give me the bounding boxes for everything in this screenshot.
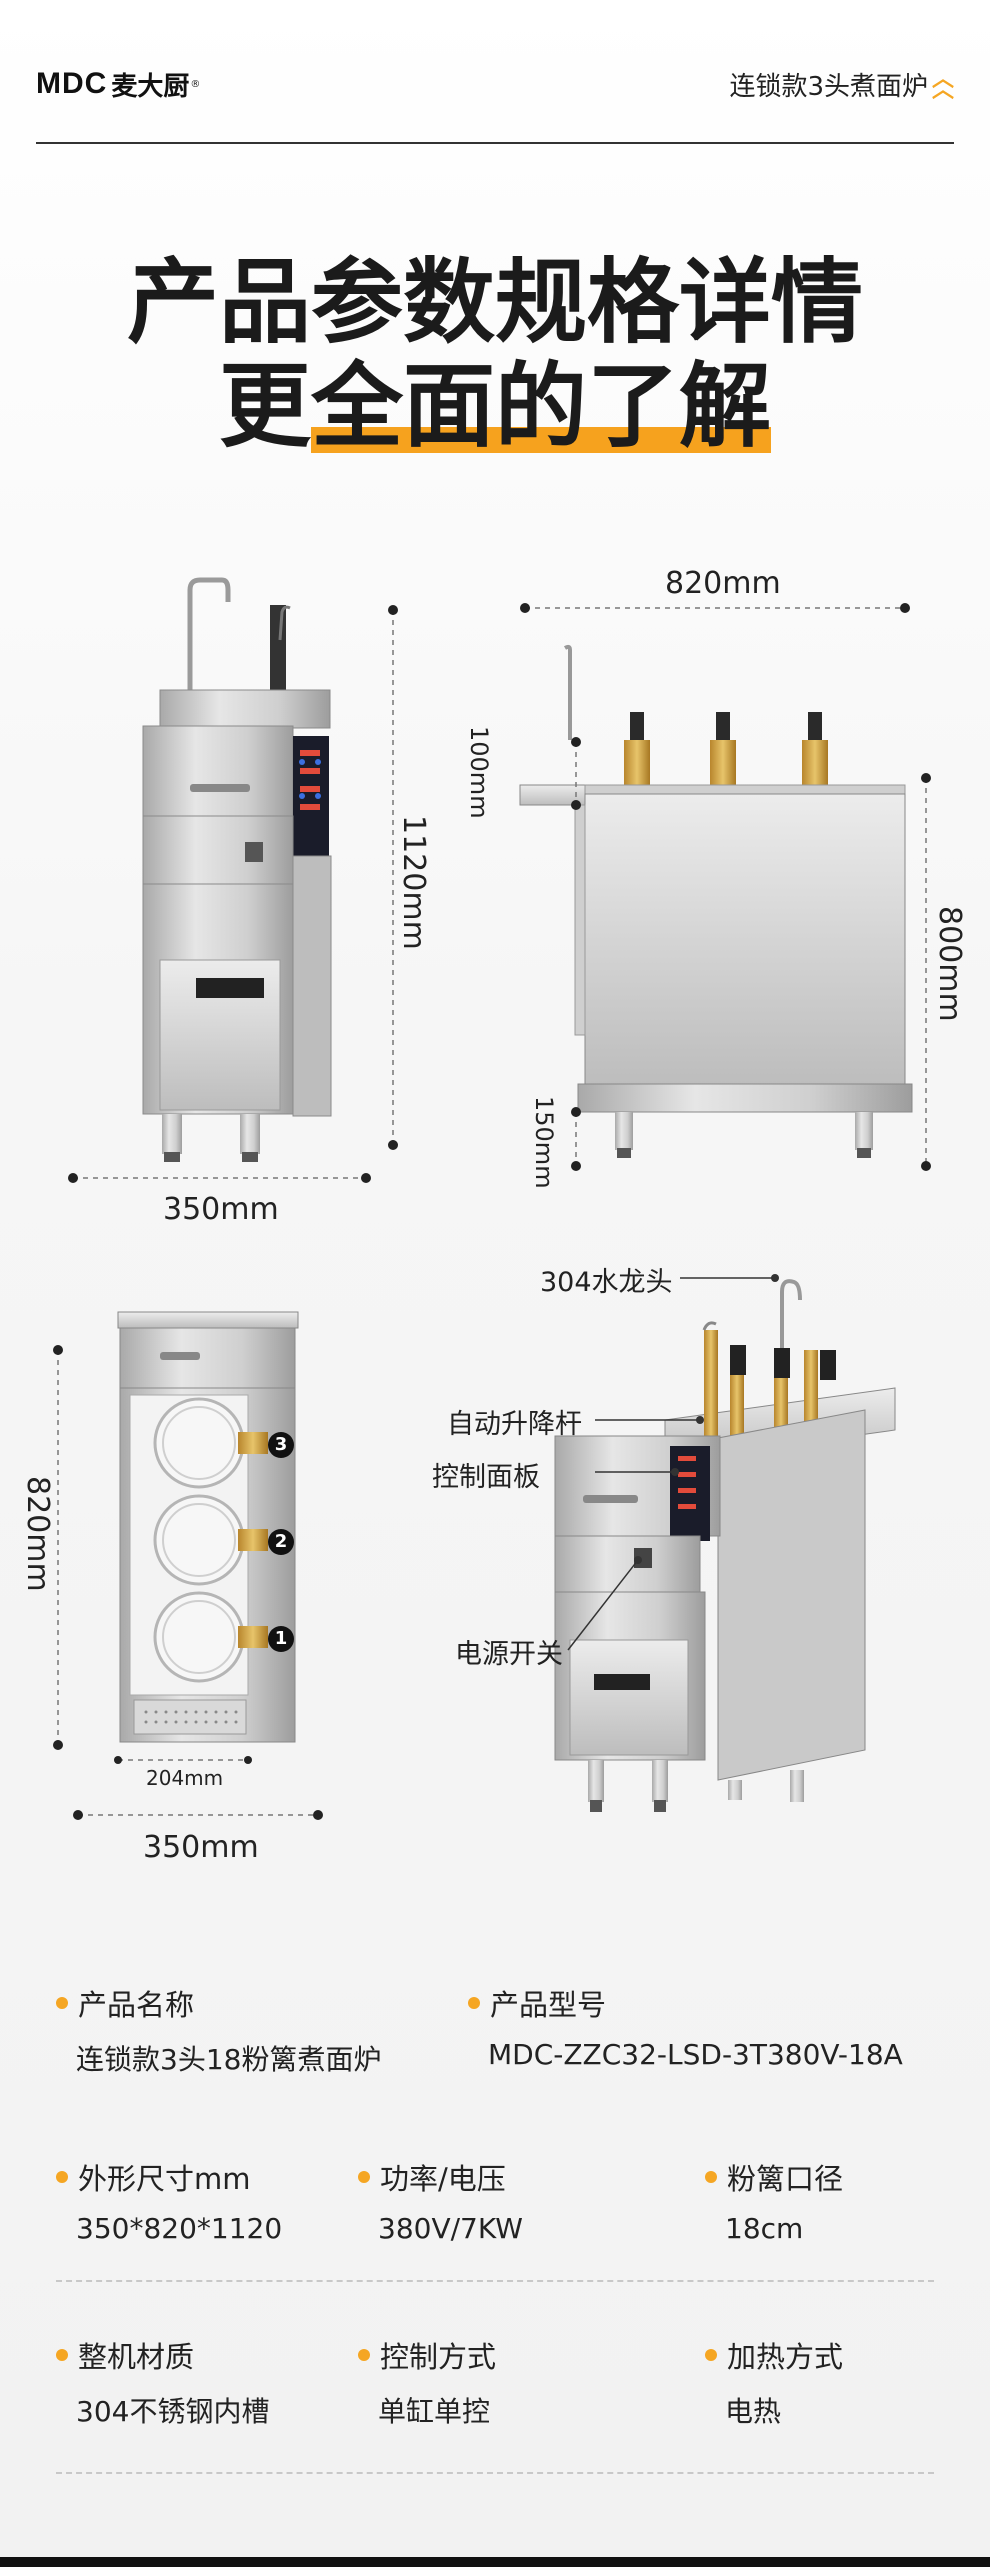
top-view-drawing (117, 1311, 299, 1743)
spec-label-text: 外形尺寸mm (78, 2162, 251, 2196)
spec-value-material: 304不锈钢内槽 (76, 2395, 270, 2428)
callout-power-switch: 电源开关 (455, 1639, 563, 1670)
bullet-dot-icon (358, 2349, 370, 2361)
hero-title-line2: 更全面的了解 (0, 332, 990, 465)
spec-divider (56, 2472, 934, 2474)
top-dim-lines (57, 1350, 318, 1816)
callout-control-panel: 控制面板 (432, 1462, 540, 1493)
spec-label-text: 功率/电压 (380, 2162, 506, 2196)
basket-badge-1: 1 (268, 1626, 294, 1652)
spec-label-text: 加热方式 (727, 2340, 844, 2374)
header-title-text: 连锁款3头煮面炉 (729, 72, 928, 102)
spec-label-dimensions: 外形尺寸mm (56, 2156, 251, 2198)
hero-line2-prefix: 更 (218, 353, 311, 460)
spec-label-text: 整机材质 (78, 2340, 195, 2374)
bullet-dot-icon (358, 2171, 370, 2183)
spec-label-basket-diameter: 粉篱口径 (705, 2156, 843, 2198)
spec-value-basket-diameter: 18cm (725, 2212, 804, 2245)
callout-faucet: 304水龙头 (540, 1267, 673, 1298)
spec-label-heating: 加热方式 (705, 2334, 843, 2376)
logo-mark: MDC (36, 67, 108, 100)
hero-line2-highlight: 全面的了解 (311, 332, 772, 465)
basket-badge-2: 2 (268, 1529, 294, 1555)
spec-label-material: 整机材质 (56, 2334, 194, 2376)
spec-label-text: 产品名称 (78, 1988, 195, 2022)
footer-bar (0, 2557, 990, 2567)
bullet-dot-icon (468, 1997, 480, 2009)
spec-value-power: 380V/7KW (378, 2212, 523, 2245)
bullet-dot-icon (705, 2349, 717, 2361)
spec-value-model: MDC-ZZC32-LSD-3T380V-18A (488, 2038, 903, 2071)
spec-divider (56, 2280, 934, 2282)
spec-label-text: 粉篱口径 (727, 2162, 844, 2196)
front-height-label: 800mm (932, 906, 967, 1022)
front-view-drawing (519, 644, 913, 1158)
front-bottom-label: 150mm (530, 1096, 558, 1189)
side-height-label: 1120mm (396, 815, 431, 950)
registered-mark: ® (190, 78, 201, 90)
callout-lift-rod: 自动升降杆 (447, 1409, 582, 1440)
spec-label-text: 产品型号 (490, 1988, 607, 2022)
front-width-label: 820mm (665, 566, 781, 601)
spec-label-product-name: 产品名称 (56, 1982, 194, 2024)
basket-badge-3: 3 (268, 1432, 294, 1458)
spec-value-heating: 电热 (725, 2395, 782, 2428)
spec-value-control: 单缸单控 (378, 2395, 491, 2428)
spec-value-dimensions: 350*820*1120 (76, 2212, 283, 2245)
header-product-title: 连锁款3头煮面炉 ︿︿ (729, 66, 954, 103)
spec-value-product-name: 连锁款3头18粉篱煮面炉 (76, 2043, 382, 2076)
top-width-label: 350mm (143, 1830, 259, 1865)
bullet-dot-icon (56, 2349, 68, 2361)
spec-label-model: 产品型号 (468, 1982, 606, 2024)
top-inner-label: 204mm (146, 1766, 224, 1790)
top-depth-label: 820mm (20, 1476, 55, 1592)
bullet-dot-icon (56, 1997, 68, 2009)
perspective-view-drawing (554, 1274, 896, 1812)
bullet-dot-icon (56, 2171, 68, 2183)
spec-label-control: 控制方式 (358, 2334, 496, 2376)
front-top-label: 100mm (465, 726, 493, 819)
side-dim-lines (73, 610, 394, 1179)
spec-label-text: 控制方式 (380, 2340, 497, 2374)
spec-label-power: 功率/电压 (358, 2156, 506, 2198)
header-divider (36, 142, 954, 144)
bullet-dot-icon (705, 2171, 717, 2183)
logo-chinese: 麦大厨 (111, 71, 190, 102)
brand-logo: MDC 麦大厨 ® (36, 64, 200, 104)
side-width-label: 350mm (163, 1192, 279, 1227)
side-view-drawing (142, 577, 332, 1162)
product-diagram (53, 577, 931, 1820)
front-dim-lines (525, 607, 927, 1166)
hero-title-line1: 产品参数规格详情 (126, 249, 863, 356)
